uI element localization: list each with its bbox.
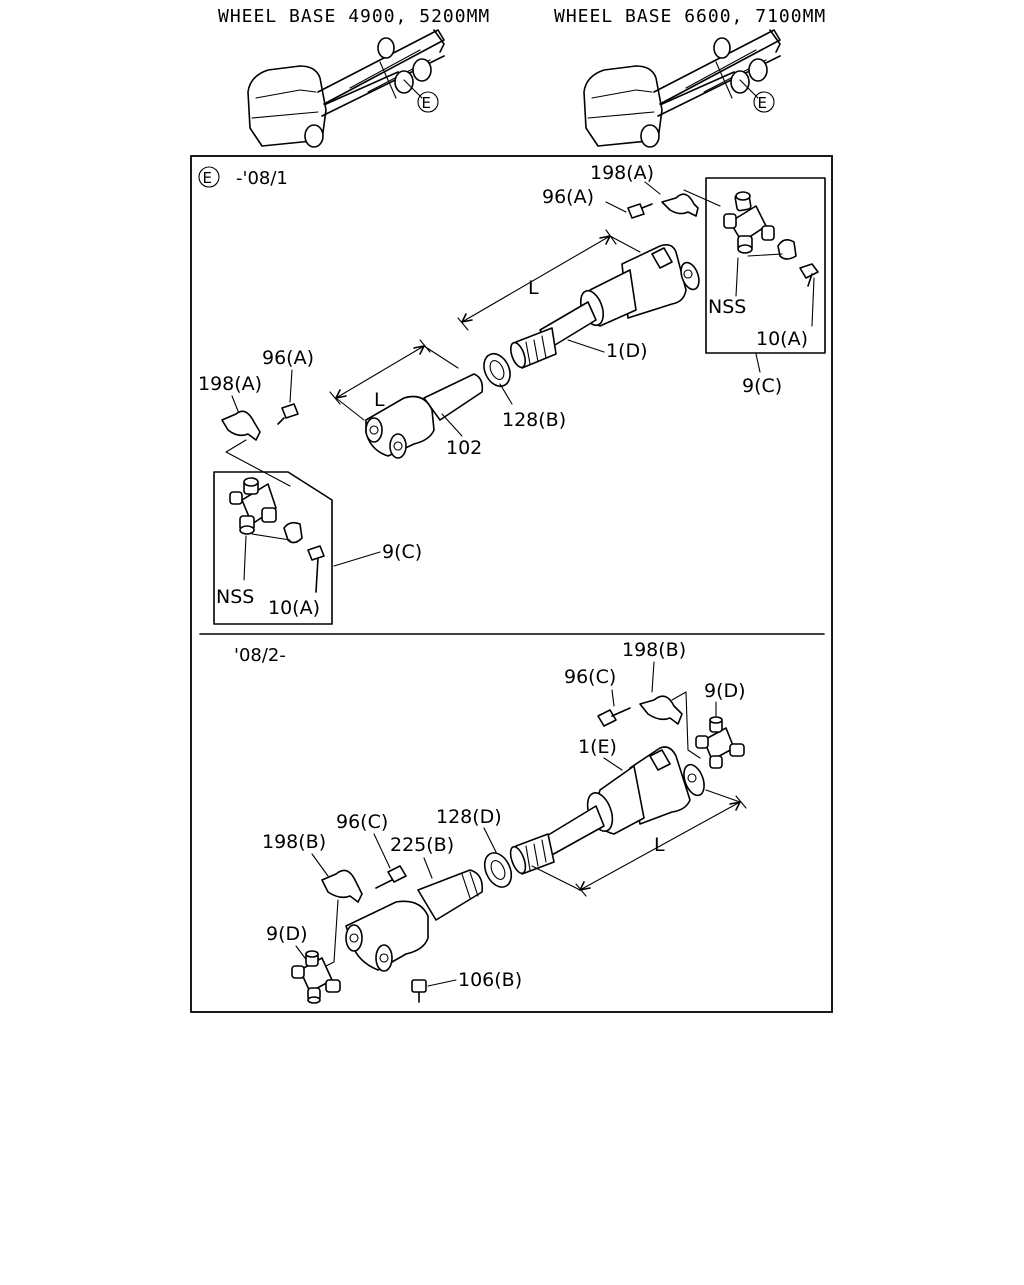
bearing-ring-icon: [483, 852, 513, 888]
section-lower-range: '08/2-: [234, 645, 286, 666]
bolt-icon: [375, 865, 407, 889]
leader-line: [441, 413, 463, 437]
truck-chassis-icon: [583, 29, 781, 148]
callout-letter: E: [203, 169, 212, 187]
propeller-shaft-icon: [510, 244, 700, 369]
label-l-lower: L: [654, 834, 665, 856]
label-l-upper-short: L: [374, 389, 385, 411]
callout-letter: E: [758, 94, 767, 112]
dimension-line: [531, 789, 747, 897]
bolt-icon: [277, 403, 299, 425]
clamp-icon: [639, 695, 683, 725]
propeller-shaft-icon: [365, 373, 484, 459]
inset-box-upper-right: [705, 177, 826, 354]
label-9d-top: 9(D): [704, 680, 746, 702]
callout-circle-icon: E: [753, 91, 775, 113]
label-225b: 225(B): [390, 834, 454, 856]
callout-circle-icon: E: [198, 166, 220, 188]
bolt-icon: [597, 707, 631, 727]
leader-line: [373, 833, 391, 869]
label-198a-top: 198(A): [590, 162, 654, 184]
leader-line: [325, 899, 339, 967]
clamp-icon: [283, 521, 303, 544]
label-96a-top: 96(A): [542, 186, 594, 208]
leader-line: [605, 201, 627, 213]
label-9d-left: 9(D): [266, 923, 308, 945]
clamp-icon: [321, 869, 363, 903]
truck-chassis-icon: [247, 29, 445, 148]
bolt-icon: [799, 263, 819, 287]
label-128d: 128(D): [436, 806, 502, 828]
universal-joint-icon: [723, 191, 775, 254]
clamp-icon: [777, 238, 797, 260]
label-1d: 1(D): [606, 340, 648, 362]
leader-line: [427, 979, 457, 987]
leader-line: [567, 339, 605, 353]
label-l-upper-long: L: [528, 277, 539, 299]
leader-line: [811, 277, 815, 327]
universal-joint-icon: [695, 716, 745, 769]
propeller-shaft-icon: [345, 869, 484, 972]
leader-line: [499, 383, 513, 405]
bolt-icon: [307, 545, 325, 593]
leader-line: [423, 857, 433, 879]
dimension-line: [457, 229, 641, 331]
leader-line: [683, 189, 721, 207]
bearing-ring-icon: [483, 352, 511, 388]
propeller-shaft-icon: [509, 746, 705, 875]
clamp-icon: [661, 193, 699, 217]
label-10a-left: 10(A): [268, 597, 320, 619]
label-10a-top: 10(A): [756, 328, 808, 350]
leader-line: [755, 353, 761, 373]
clamp-icon: [221, 410, 261, 441]
leader-line: [671, 691, 701, 759]
label-96c-top: 96(C): [564, 666, 616, 688]
header-left: WHEEL BASE 4900, 5200MM: [218, 6, 490, 27]
leader-line: [603, 757, 623, 771]
label-198a-left: 198(A): [198, 373, 262, 395]
label-9c-left: 9(C): [382, 541, 422, 563]
bolt-icon: [627, 203, 653, 219]
label-198b-left: 198(B): [262, 831, 326, 853]
grease-nipple-icon: [411, 979, 427, 1003]
section-upper-range: -'08/1: [236, 168, 288, 189]
header-right: WHEEL BASE 6600, 7100MM: [554, 6, 826, 27]
leader-line: [311, 853, 329, 877]
universal-joint-icon: [229, 477, 277, 535]
label-1e: 1(E): [578, 736, 617, 758]
leader-line: [243, 533, 291, 581]
leader-line: [333, 551, 381, 567]
dimension-line: [329, 339, 459, 421]
label-198b-top: 198(B): [622, 639, 686, 661]
label-9c-top: 9(C): [742, 375, 782, 397]
callout-circle-icon: E: [417, 91, 439, 113]
label-128b: 128(B): [502, 409, 566, 431]
leader-line: [483, 827, 497, 853]
label-nss-left: NSS: [216, 586, 254, 608]
label-nss-top: NSS: [708, 296, 746, 318]
label-102: 102: [446, 437, 482, 459]
leader-line: [644, 181, 661, 195]
universal-joint-icon: [291, 950, 341, 1004]
label-96a-left: 96(A): [262, 347, 314, 369]
leader-line: [735, 253, 783, 297]
label-96c-left: 96(C): [336, 811, 388, 833]
label-106b: 106(B): [458, 969, 522, 991]
inset-box-left: [213, 471, 333, 625]
diagram-frame: [190, 155, 833, 1013]
callout-letter: E: [422, 94, 431, 112]
leader-line: [289, 369, 293, 403]
leader-line: [225, 439, 291, 487]
leader-line: [611, 689, 615, 707]
leader-line: [651, 661, 655, 693]
